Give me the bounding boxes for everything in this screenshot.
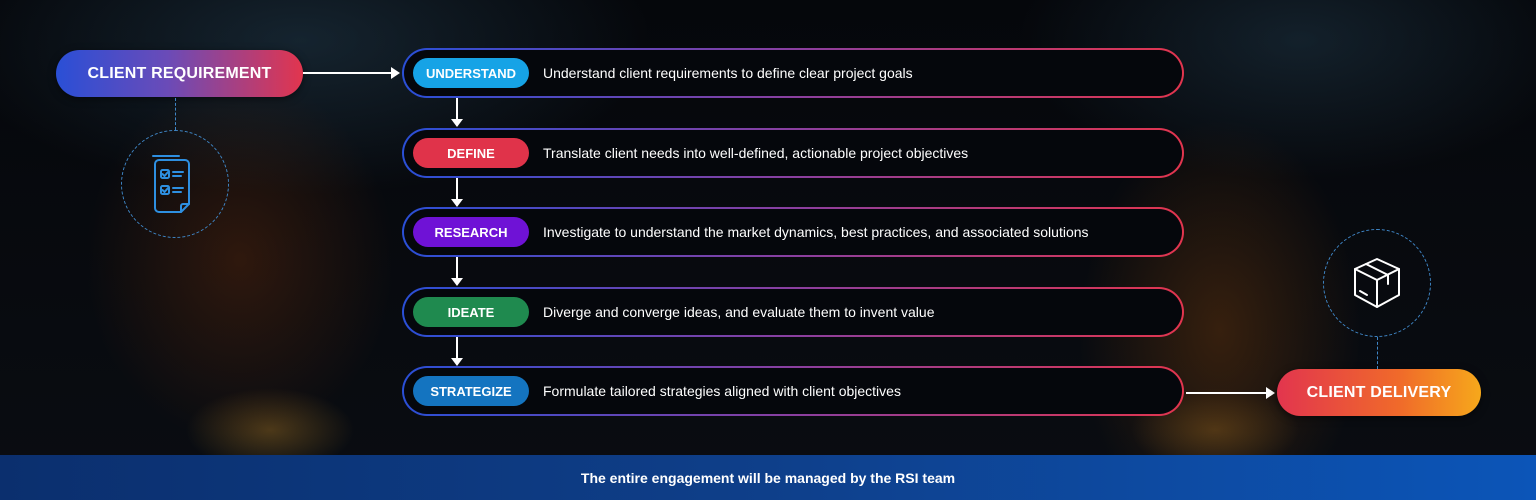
client-delivery-label: CLIENT DELIVERY: [1306, 383, 1452, 401]
step-label: IDEATE: [447, 304, 495, 320]
step-description: Formulate tailored strategies aligned wi…: [543, 383, 901, 399]
step-pill-strategize: STRATEGIZE: [413, 376, 529, 406]
step-pill-define: DEFINE: [413, 138, 529, 168]
package-box-icon: [1354, 258, 1400, 308]
step-row-strategize: STRATEGIZE Formulate tailored strategies…: [402, 366, 1184, 416]
step-row-understand: UNDERSTAND Understand client requirement…: [402, 48, 1184, 98]
step-row-define: DEFINE Translate client needs into well-…: [402, 128, 1184, 178]
arrow-down-line: [456, 257, 458, 279]
step-label: STRATEGIZE: [430, 383, 512, 399]
step-description: Investigate to understand the market dyn…: [543, 224, 1089, 240]
client-requirement-label: CLIENT REQUIREMENT: [87, 64, 272, 82]
arrow-down-head: [451, 278, 463, 286]
arrow-down-line: [456, 178, 458, 200]
client-delivery-pill: CLIENT DELIVERY: [1277, 369, 1481, 416]
client-requirement-pill: CLIENT REQUIREMENT: [56, 50, 303, 97]
footer-text: The entire engagement will be managed by…: [580, 469, 956, 486]
checklist-document-icon: [152, 155, 190, 213]
arrow-end-head: [1266, 387, 1275, 399]
arrow-down-line: [456, 98, 458, 120]
step-description: Diverge and converge ideas, and evaluate…: [543, 304, 935, 320]
arrow-down-line: [456, 337, 458, 359]
arrow-down-head: [451, 119, 463, 127]
footer-banner: The entire engagement will be managed by…: [0, 455, 1536, 500]
delivery-dashed-connector: [1377, 337, 1378, 369]
delivery-icon-circle: [1323, 229, 1431, 337]
step-description: Translate client needs into well-defined…: [543, 145, 969, 161]
step-pill-understand: UNDERSTAND: [413, 58, 529, 88]
arrow-start-line: [303, 72, 391, 74]
requirement-icon-circle: [121, 130, 229, 238]
step-description: Understand client requirements to define…: [543, 65, 913, 81]
requirement-dashed-connector: [175, 98, 176, 130]
arrow-start-head: [391, 67, 400, 79]
step-row-research: RESEARCH Investigate to understand the m…: [402, 207, 1184, 257]
arrow-end-line: [1186, 392, 1266, 394]
step-label: UNDERSTAND: [425, 65, 517, 81]
step-row-ideate: IDEATE Diverge and converge ideas, and e…: [402, 287, 1184, 337]
step-pill-ideate: IDEATE: [413, 297, 529, 327]
step-pill-research: RESEARCH: [413, 217, 529, 247]
step-label: DEFINE: [447, 145, 495, 161]
arrow-down-head: [451, 199, 463, 207]
step-label: RESEARCH: [434, 224, 508, 240]
arrow-down-head: [451, 358, 463, 366]
